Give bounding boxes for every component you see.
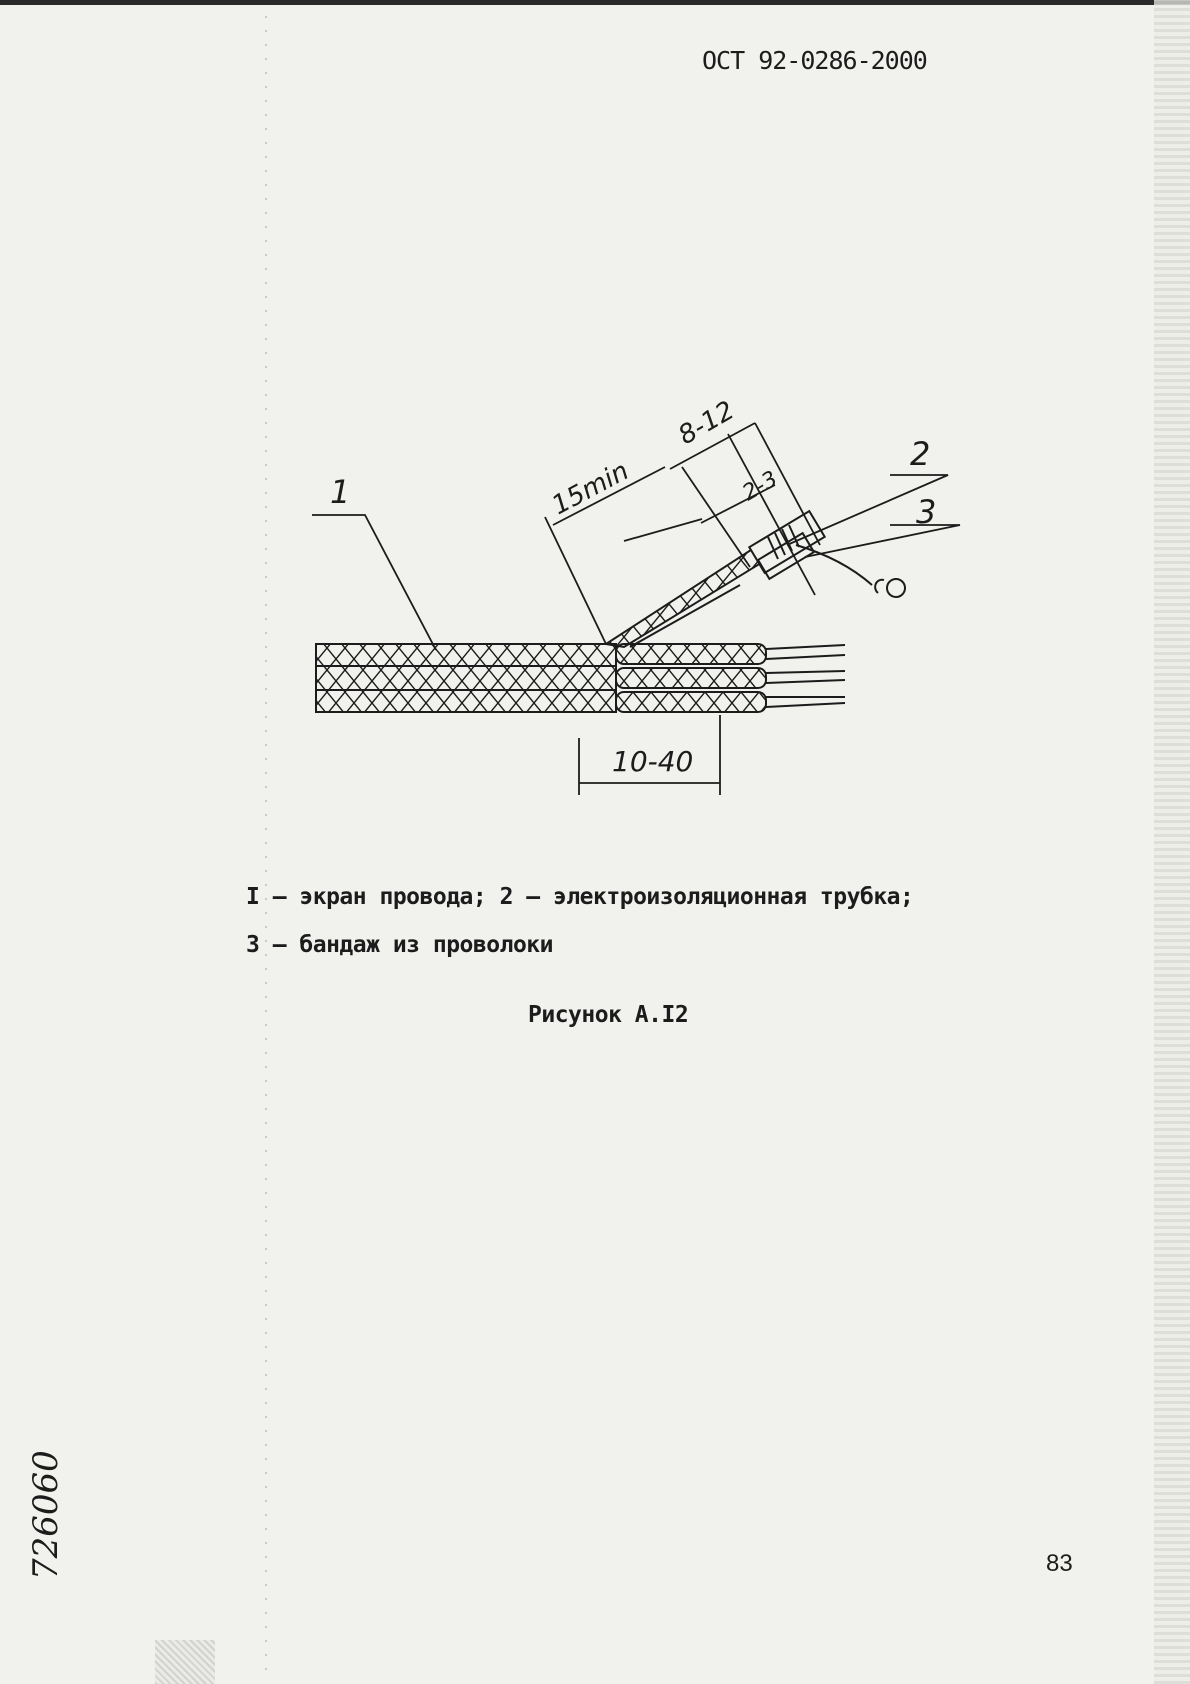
page-number: 83: [1046, 1550, 1073, 1578]
legend-line-2: 3 – бандаж из проволоки: [246, 932, 553, 958]
label-item-3: 3: [916, 493, 936, 531]
label-item-2: 2: [910, 435, 930, 473]
figure-drawing: 1 2 3 8-12 15min 2-3 10-40: [300, 395, 980, 815]
document-code: ОСТ 92-0286-2000: [702, 46, 927, 75]
label-item-1: 1: [330, 473, 350, 511]
scan-margin-dots: [265, 10, 267, 1670]
label-dim-15min: 15min: [547, 456, 634, 521]
cable-bundle: [316, 644, 845, 712]
figure-caption: Рисунок А.I2: [528, 1002, 688, 1028]
shield-pigtail: [606, 511, 905, 647]
scan-blot: [155, 1640, 215, 1684]
label-dim-10-40: 10-40: [612, 745, 693, 778]
page-top-rule: [0, 0, 1190, 5]
scan-edge-noise: [1154, 0, 1190, 1684]
label-dim-8-12: 8-12: [674, 396, 740, 451]
figure-cable-shield-termination: 1 2 3 8-12 15min 2-3 10-40: [300, 395, 980, 815]
margin-handwritten-number: 726060: [26, 1450, 66, 1580]
legend-line-1: I – экран провода; 2 – электроизоляционн…: [246, 884, 913, 910]
